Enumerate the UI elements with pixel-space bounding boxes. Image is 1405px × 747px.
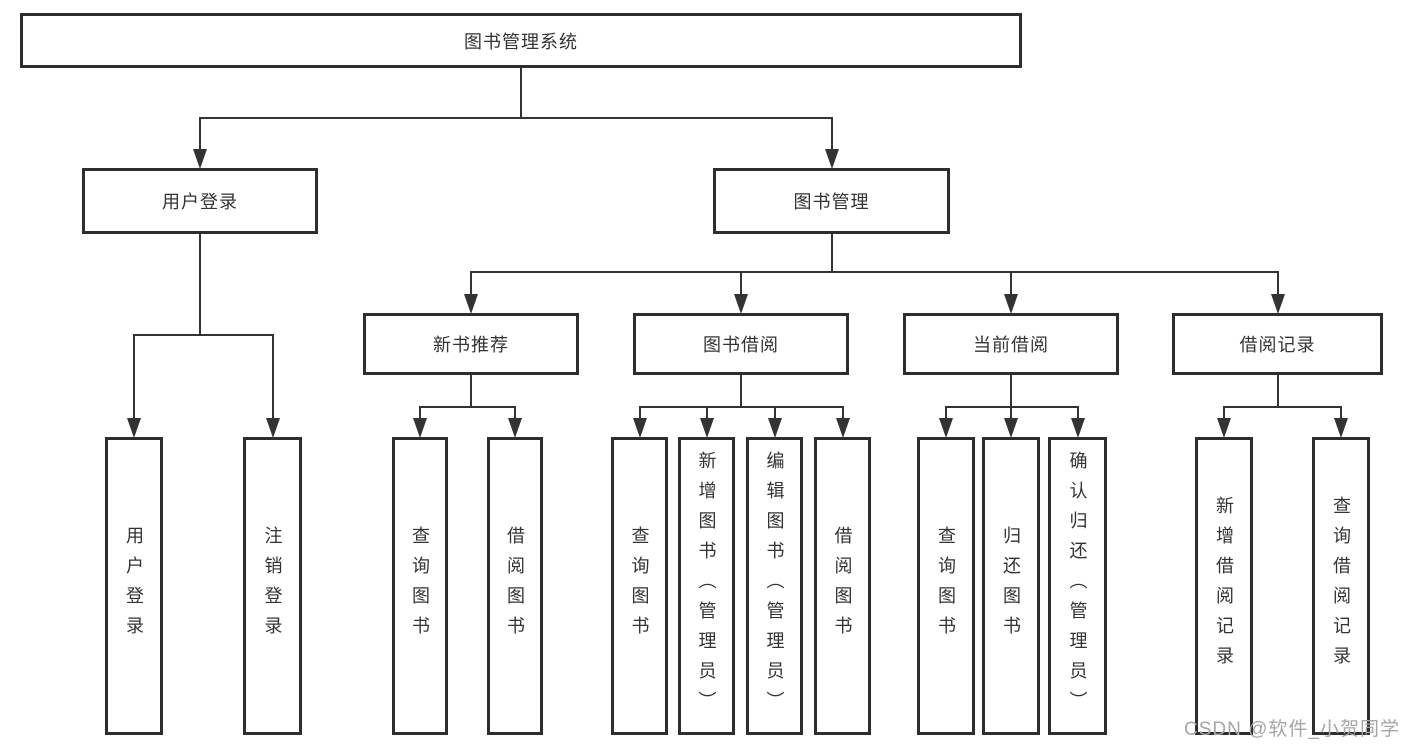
node-label-leaf-edit-books-admin: 编辑图书（管理员） (764, 451, 785, 721)
arrow-down-icon-leaf-confirm-return-admin (1071, 418, 1085, 438)
node-leaf-add-books-admin: 新增图书（管理员） (678, 437, 735, 735)
node-label-leaf-query-books-borrowing: 查询图书 (629, 526, 650, 646)
node-label-leaf-borrow-books-borrowing: 借阅图书 (832, 526, 853, 646)
node-new-book-recommend: 新书推荐 (363, 313, 579, 375)
node-label-leaf-user-login: 用户登录 (124, 526, 144, 646)
csdn-watermark: CSDN @软件_小贺同学 (1184, 719, 1400, 740)
connector-drop-leaf-confirm-return-admin (1077, 407, 1079, 421)
node-borrowing-records: 借阅记录 (1172, 313, 1383, 375)
connector-drop-leaf-return-books (1010, 407, 1012, 421)
node-leaf-borrow-books-recommend: 借阅图书 (487, 437, 543, 735)
connector-stem-current-borrowing (1010, 375, 1012, 408)
connector-drop-leaf-user-login (133, 335, 135, 421)
arrow-down-icon-leaf-user-login (127, 418, 141, 438)
connector-drop-leaf-borrow-books-borrowing (842, 407, 844, 421)
node-label-leaf-borrow-books-recommend: 借阅图书 (505, 526, 525, 646)
node-label-leaf-logout-login: 注销登录 (262, 526, 283, 646)
arrow-down-icon-leaf-query-books-current (939, 418, 953, 438)
connector-drop-leaf-query-borrow-record (1340, 407, 1342, 421)
node-leaf-logout-login: 注销登录 (243, 437, 302, 735)
node-leaf-borrow-books-borrowing: 借阅图书 (814, 437, 871, 735)
node-label-current-borrowing: 当前借阅 (973, 335, 1049, 355)
connector-rail-book-management (470, 271, 1279, 273)
node-label-leaf-query-borrow-record: 查询借阅记录 (1331, 496, 1351, 676)
node-leaf-add-borrow-record: 新增借阅记录 (1195, 437, 1253, 735)
node-label-book-borrowing: 图书借阅 (703, 335, 779, 355)
arrow-down-icon-leaf-logout-login (266, 418, 280, 438)
connector-drop-book-management (831, 118, 833, 152)
arrow-down-icon-user-login (193, 149, 207, 169)
node-label-leaf-query-books-current: 查询图书 (936, 526, 956, 646)
connector-stem-borrowing-records (1277, 375, 1279, 408)
arrow-down-icon-new-book-recommend (464, 294, 478, 314)
connector-stem-root-system (520, 68, 522, 119)
node-book-management: 图书管理 (713, 168, 950, 234)
connector-drop-new-book-recommend (470, 272, 472, 297)
arrow-down-icon-leaf-borrow-books-borrowing (836, 418, 850, 438)
arrow-down-icon-book-management (825, 149, 839, 169)
arrow-down-icon-leaf-query-books-borrowing (633, 418, 647, 438)
node-leaf-query-borrow-record: 查询借阅记录 (1312, 437, 1370, 735)
arrow-down-icon-leaf-add-books-admin (700, 418, 714, 438)
connector-drop-leaf-borrow-books-recommend (514, 407, 516, 421)
connector-stem-user-login (199, 234, 201, 336)
node-book-borrowing: 图书借阅 (633, 313, 849, 375)
connector-rail-book-borrowing (639, 406, 844, 408)
connector-drop-current-borrowing (1010, 272, 1012, 297)
node-leaf-return-books: 归还图书 (982, 437, 1040, 735)
connector-drop-borrowing-records (1277, 272, 1279, 297)
arrow-down-icon-leaf-edit-books-admin (768, 418, 782, 438)
connector-stem-new-book-recommend (470, 375, 472, 408)
node-label-borrowing-records: 借阅记录 (1239, 335, 1316, 355)
arrow-down-icon-leaf-query-borrow-record (1334, 418, 1348, 438)
node-leaf-query-books-recommend: 查询图书 (392, 437, 448, 735)
node-label-leaf-add-borrow-record: 新增借阅记录 (1214, 496, 1234, 676)
node-label-leaf-confirm-return-admin: 确认归还（管理员） (1067, 451, 1088, 721)
node-label-new-book-recommend: 新书推荐 (433, 335, 509, 355)
connector-stem-book-borrowing (740, 375, 742, 408)
node-label-book-management: 图书管理 (793, 192, 870, 212)
node-leaf-confirm-return-admin: 确认归还（管理员） (1048, 437, 1107, 735)
node-leaf-user-login: 用户登录 (105, 437, 163, 735)
connector-drop-user-login (199, 118, 201, 152)
connector-drop-leaf-add-books-admin (706, 407, 708, 421)
connector-drop-leaf-edit-books-admin (774, 407, 776, 421)
connector-rail-new-book-recommend (419, 406, 516, 408)
node-label-leaf-add-books-admin: 新增图书（管理员） (696, 451, 717, 721)
connector-drop-leaf-query-books-current (945, 407, 947, 421)
node-label-root-system: 图书管理系统 (464, 31, 578, 52)
node-current-borrowing: 当前借阅 (903, 313, 1119, 375)
connector-drop-leaf-logout-login (272, 335, 274, 421)
connector-drop-leaf-query-books-recommend (419, 407, 421, 421)
connector-stem-book-management (831, 234, 833, 273)
connector-rail-borrowing-records (1223, 406, 1342, 408)
connector-drop-leaf-add-borrow-record (1223, 407, 1225, 421)
node-label-leaf-return-books: 归还图书 (1001, 526, 1021, 646)
arrow-down-icon-book-borrowing (734, 294, 748, 314)
node-user-login: 用户登录 (82, 168, 318, 234)
arrow-down-icon-leaf-borrow-books-recommend (508, 418, 522, 438)
arrow-down-icon-borrowing-records (1271, 294, 1285, 314)
node-leaf-query-books-current: 查询图书 (917, 437, 975, 735)
arrow-down-icon-leaf-query-books-recommend (413, 418, 427, 438)
arrow-down-icon-current-borrowing (1004, 294, 1018, 314)
node-root-system: 图书管理系统 (20, 13, 1022, 68)
connector-drop-book-borrowing (740, 272, 742, 297)
arrow-down-icon-leaf-add-borrow-record (1217, 418, 1231, 438)
connector-rail-root-system (199, 117, 833, 119)
node-leaf-query-books-borrowing: 查询图书 (611, 437, 668, 735)
node-label-leaf-query-books-recommend: 查询图书 (410, 526, 430, 646)
arrow-down-icon-leaf-return-books (1004, 418, 1018, 438)
node-label-user-login: 用户登录 (162, 192, 238, 212)
connector-drop-leaf-query-books-borrowing (639, 407, 641, 421)
connector-rail-current-borrowing (945, 406, 1079, 408)
connector-rail-user-login (133, 334, 274, 336)
node-leaf-edit-books-admin: 编辑图书（管理员） (746, 437, 803, 735)
